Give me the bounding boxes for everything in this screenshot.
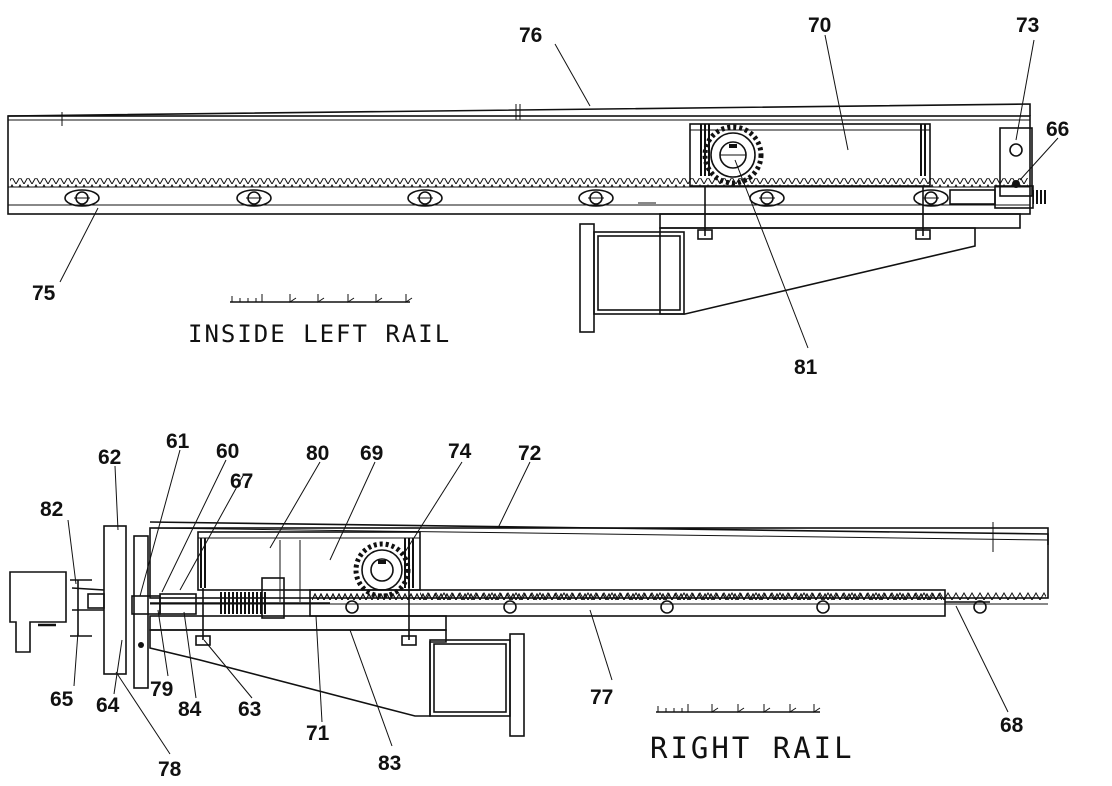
callout-66: 66 xyxy=(1046,118,1069,141)
callout-64: 64 xyxy=(96,694,120,717)
callout-74: 74 xyxy=(448,440,472,463)
inside-left-rail-assembly xyxy=(7,34,1059,349)
callout-labels: 76 70 73 66 75 81 61 62 60 80 69 74 72 6… xyxy=(32,14,1069,781)
pinion-gear-left xyxy=(702,124,764,186)
callout-77: 77 xyxy=(590,686,613,709)
callout-83: 83 xyxy=(378,752,401,775)
callout-61: 61 xyxy=(166,430,190,453)
slotted-holes xyxy=(64,189,949,207)
callout-69: 69 xyxy=(360,442,383,465)
callout-75: 75 xyxy=(32,282,56,305)
scale-bar-right xyxy=(656,704,821,713)
callout-73: 73 xyxy=(1016,14,1039,37)
callout-82: 82 xyxy=(40,498,63,521)
callout-65: 65 xyxy=(50,688,74,711)
callout-80: 80 xyxy=(306,442,329,465)
callout-67: 67 xyxy=(230,470,253,493)
callout-81: 81 xyxy=(794,356,818,379)
callout-76: 76 xyxy=(519,24,542,47)
caption-right-rail: RIGHT RAIL xyxy=(650,731,855,765)
callout-79: 79 xyxy=(150,678,173,701)
callout-78: 78 xyxy=(158,758,182,781)
scale-bar-left xyxy=(230,294,413,303)
callout-62: 62 xyxy=(98,446,121,469)
callout-63: 63 xyxy=(238,698,261,721)
callout-84: 84 xyxy=(178,698,202,721)
caption-inside-left-rail: INSIDE LEFT RAIL xyxy=(188,320,451,348)
pinion-gear-right xyxy=(353,541,411,599)
callout-72: 72 xyxy=(518,442,541,465)
right-rail-assembly xyxy=(9,449,1049,755)
callout-71: 71 xyxy=(306,722,330,745)
callout-60: 60 xyxy=(216,440,239,463)
callout-70: 70 xyxy=(808,14,831,37)
callout-68: 68 xyxy=(1000,714,1024,737)
